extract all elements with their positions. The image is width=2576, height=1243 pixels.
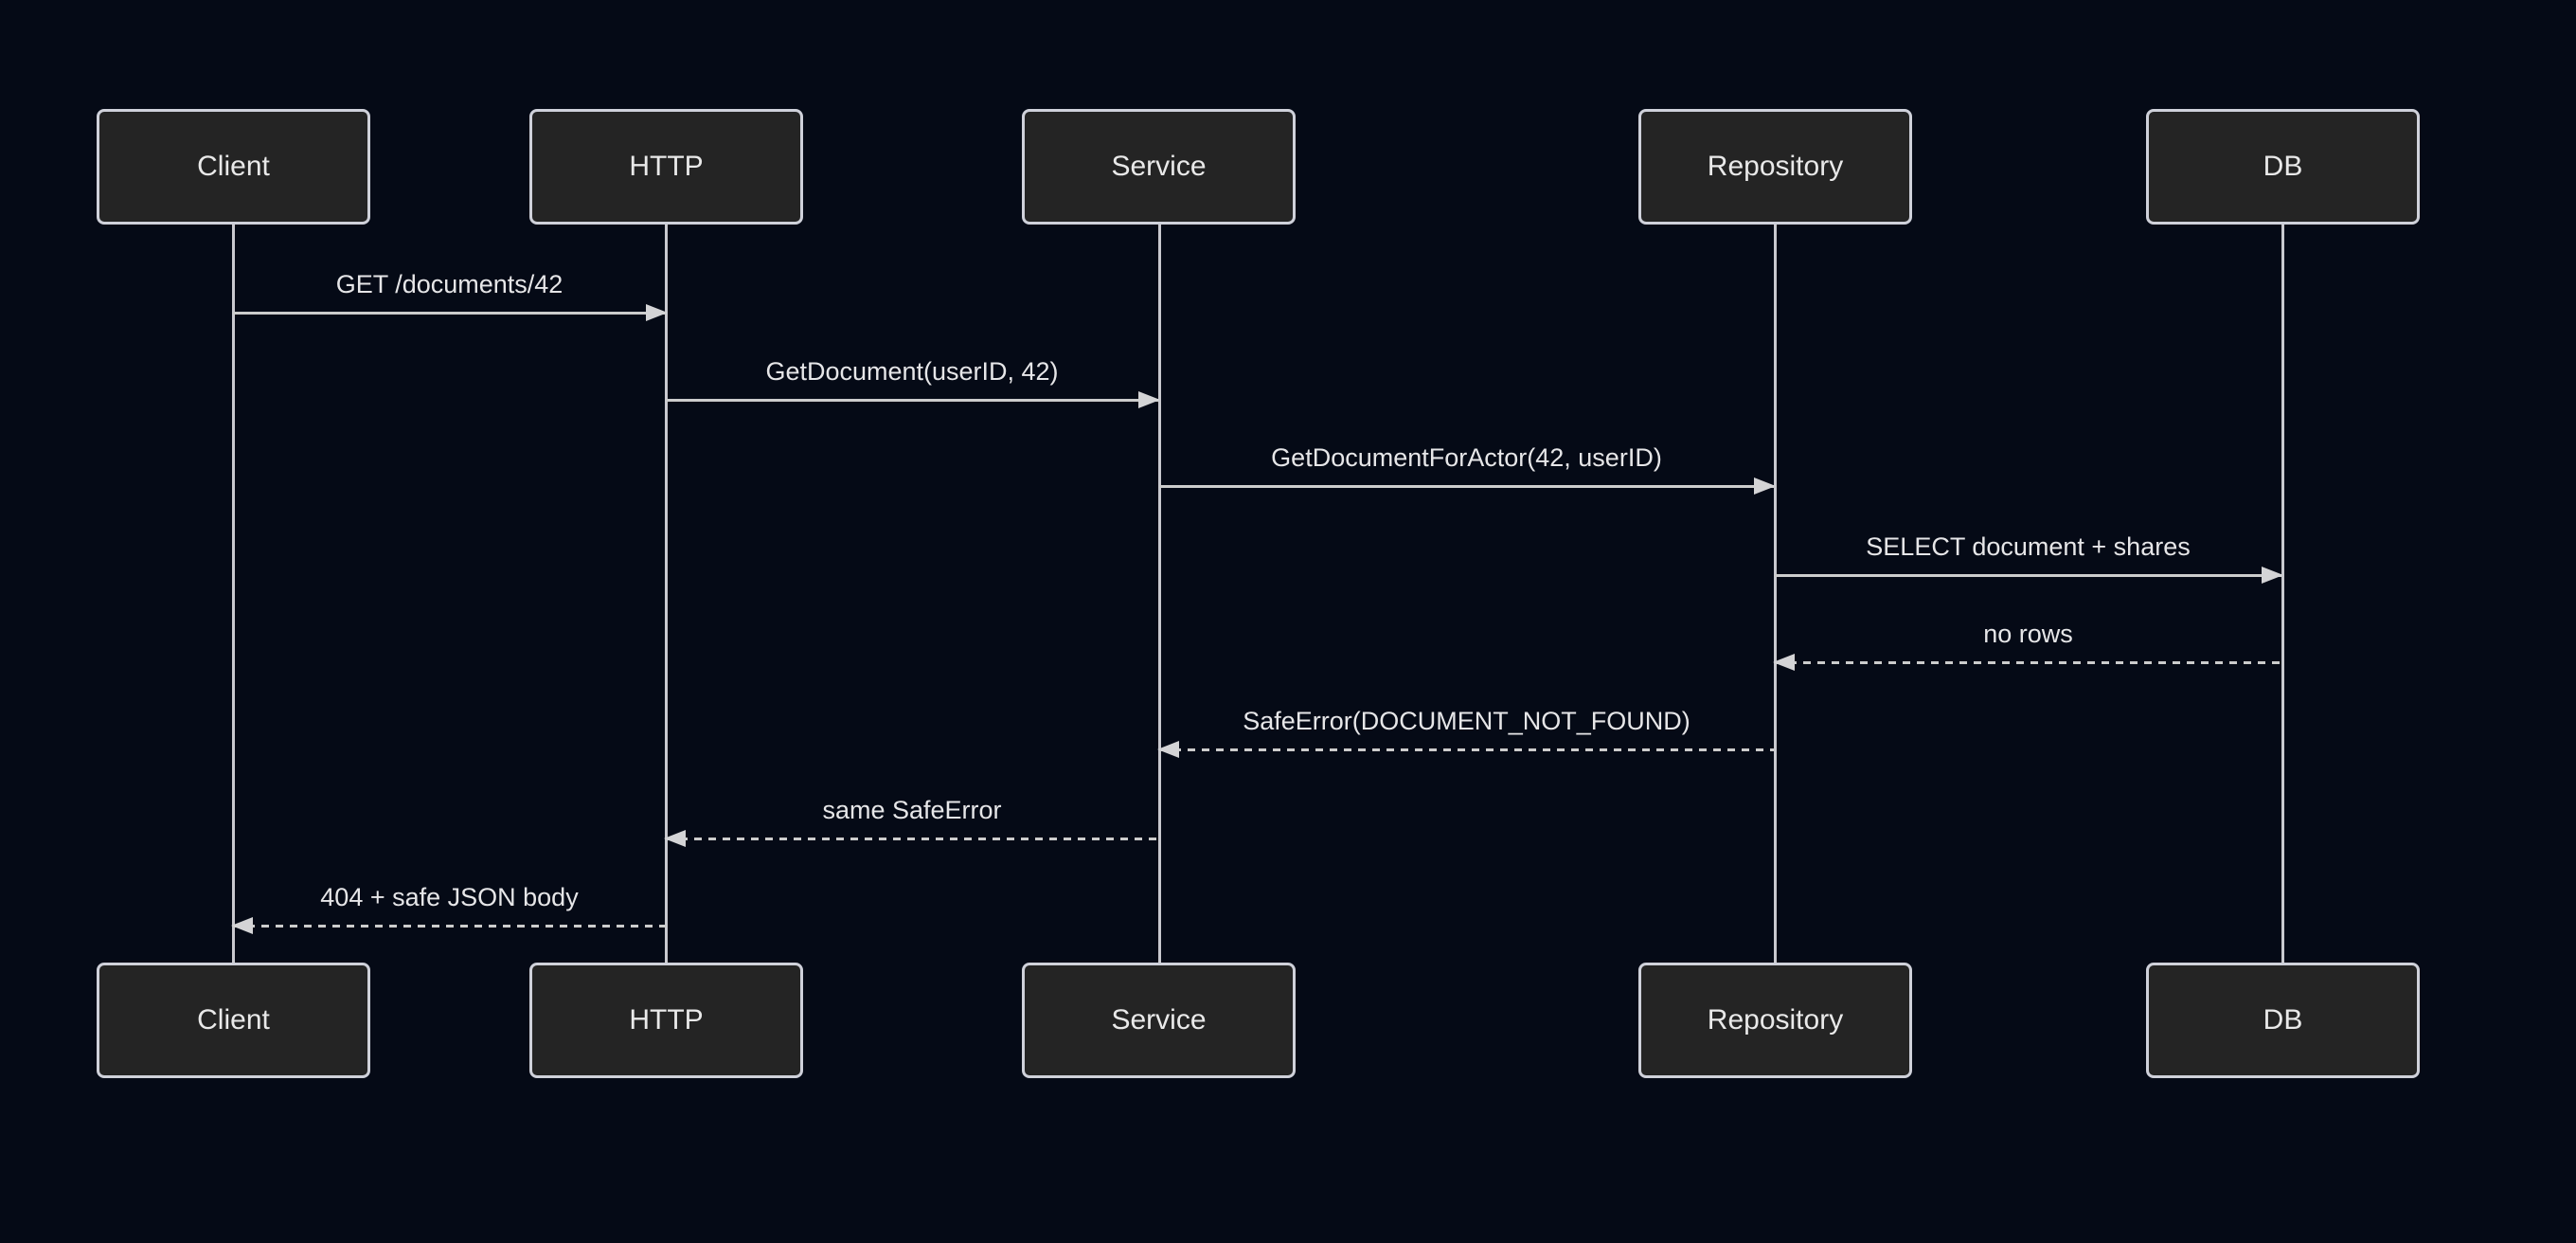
actor-box-client-top: Client xyxy=(97,109,370,225)
lifeline-service xyxy=(1158,225,1161,963)
message-line xyxy=(1159,485,1774,488)
actor-box-service-bottom: Service xyxy=(1022,963,1296,1078)
message-line xyxy=(1775,574,2281,577)
arrowhead-right-icon xyxy=(646,304,668,321)
message-line xyxy=(233,312,666,315)
lifeline-http xyxy=(665,225,668,963)
actor-box-http-bottom: HTTP xyxy=(529,963,803,1078)
actor-label: Repository xyxy=(1707,151,1844,182)
actor-label: HTTP xyxy=(629,151,704,182)
message-no-rows: no rows xyxy=(1773,619,2281,671)
message-line xyxy=(666,838,1158,840)
actor-box-http-top: HTTP xyxy=(529,109,803,225)
actor-box-client-bottom: Client xyxy=(97,963,370,1078)
message-label: 404 + safe JSON body xyxy=(320,883,579,911)
arrowhead-right-icon xyxy=(1138,391,1160,408)
message-line xyxy=(666,399,1158,402)
lifeline-repository xyxy=(1774,225,1777,963)
actor-box-db-top: DB xyxy=(2146,109,2420,225)
actor-label: Service xyxy=(1111,1004,1207,1036)
message-get-documents: GET /documents/42 xyxy=(233,269,668,321)
message-404-json-body: 404 + safe JSON body xyxy=(231,882,666,934)
actor-box-service-top: Service xyxy=(1022,109,1296,225)
message-select-document: SELECT document + shares xyxy=(1775,531,2283,584)
arrowhead-left-icon xyxy=(664,830,686,847)
actor-label: Client xyxy=(197,151,270,182)
arrowhead-right-icon xyxy=(2262,567,2283,584)
lifeline-db xyxy=(2281,225,2284,963)
message-getdocumentforactor: GetDocumentForActor(42, userID) xyxy=(1159,442,1776,495)
message-label: GetDocument(userID, 42) xyxy=(765,357,1059,386)
message-line xyxy=(1159,748,1774,751)
message-label: SafeError(DOCUMENT_NOT_FOUND) xyxy=(1243,707,1690,735)
actor-box-repository-top: Repository xyxy=(1638,109,1912,225)
message-label: SELECT document + shares xyxy=(1866,532,2191,561)
arrowhead-left-icon xyxy=(1157,741,1179,758)
arrowhead-left-icon xyxy=(231,917,253,934)
actor-box-repository-bottom: Repository xyxy=(1638,963,1912,1078)
actor-box-db-bottom: DB xyxy=(2146,963,2420,1078)
actor-label: HTTP xyxy=(629,1004,704,1036)
arrowhead-left-icon xyxy=(1773,654,1795,671)
message-label: no rows xyxy=(1983,620,2073,648)
arrowhead-right-icon xyxy=(1754,477,1776,495)
message-safeerror: SafeError(DOCUMENT_NOT_FOUND) xyxy=(1157,706,1774,758)
lifeline-client xyxy=(232,225,235,963)
message-line xyxy=(1775,661,2281,664)
actor-label: DB xyxy=(2263,151,2303,182)
message-label: GET /documents/42 xyxy=(335,270,564,298)
message-line xyxy=(233,925,666,928)
message-label: same SafeError xyxy=(822,796,1002,824)
actor-label: Repository xyxy=(1707,1004,1844,1036)
actor-label: Client xyxy=(197,1004,270,1036)
message-same-safeerror: same SafeError xyxy=(664,795,1158,847)
actor-label: Service xyxy=(1111,151,1207,182)
actor-label: DB xyxy=(2263,1004,2303,1036)
message-label: GetDocumentForActor(42, userID) xyxy=(1271,443,1662,472)
message-getdocument: GetDocument(userID, 42) xyxy=(666,356,1160,408)
